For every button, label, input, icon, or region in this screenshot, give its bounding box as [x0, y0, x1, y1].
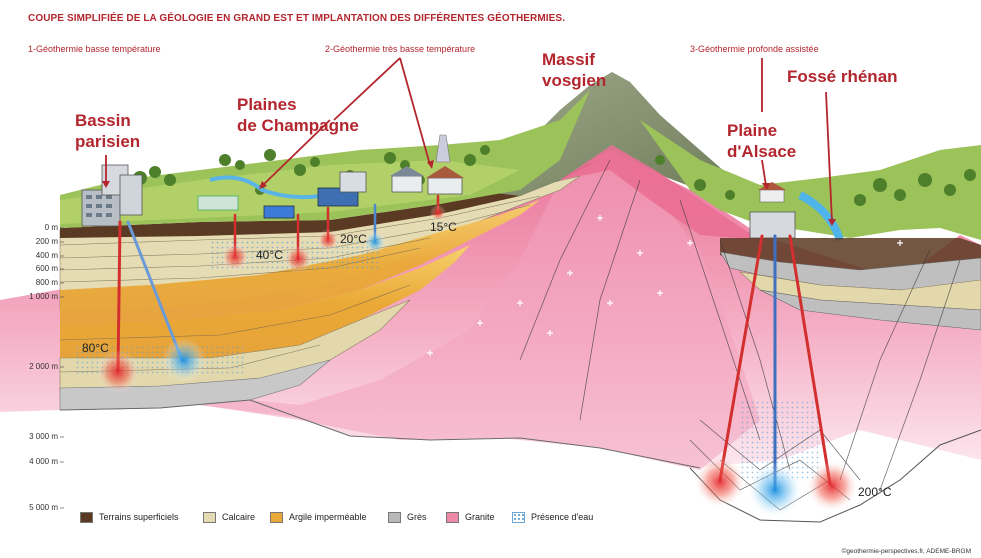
depth-label: 2 000 m — [29, 362, 58, 371]
depth-label: 800 m — [35, 278, 58, 287]
legend-swatch — [270, 511, 283, 523]
temp-40: 40°C — [256, 248, 283, 262]
legend-argile: Argile imperméable — [270, 510, 367, 524]
soil-strip — [60, 160, 600, 238]
legend-calcaire: Calcaire — [203, 510, 255, 524]
landscape-right — [640, 120, 981, 240]
credit: ©geothermie-perspectives.fr, ADEME-BRGM — [841, 548, 971, 555]
legend-swatch — [80, 511, 93, 523]
legend-swatch — [512, 511, 525, 523]
label-fosse-rhenan: Fossé rhénan — [787, 67, 898, 86]
argile-layer-lower — [60, 245, 470, 362]
depth-label: 200 m — [35, 237, 58, 246]
legend-swatch — [446, 511, 459, 523]
legend-gres: Grès — [388, 510, 427, 524]
category-deep-assisted: 3-Géothermie profonde assistée — [690, 44, 819, 54]
legend-swatch — [388, 511, 401, 523]
temp-200: 200°C — [858, 485, 892, 499]
category-very-low-temp: 2-Géothermie très basse température — [325, 44, 476, 54]
depth-label: 400 m — [35, 251, 58, 260]
legend-eau: Présence d'eau — [512, 510, 593, 524]
depth-label: 4 000 m — [29, 457, 58, 466]
temp-15: 15°C — [430, 220, 457, 234]
depth-label: 0 m — [44, 223, 58, 232]
legend-terrains: Terrains superficiels — [80, 510, 179, 524]
temp-20: 20°C — [340, 232, 367, 246]
graben-gres — [719, 251, 981, 291]
depth-label: 600 m — [35, 264, 58, 273]
diagram-title: COUPE SIMPLIFIÉE DE LA GÉOLOGIE EN GRAND… — [28, 13, 566, 24]
depth-label: 3 000 m — [29, 432, 58, 441]
depth-label: 1 000 m — [29, 292, 58, 301]
depth-label: 5 000 m — [29, 503, 58, 512]
legend-swatch — [203, 511, 216, 523]
argile-layer — [60, 200, 540, 330]
legend-granite: Granite — [446, 510, 495, 524]
temp-80: 80°C — [82, 341, 109, 355]
category-low-temp: 1-Géothermie basse température — [28, 44, 161, 54]
